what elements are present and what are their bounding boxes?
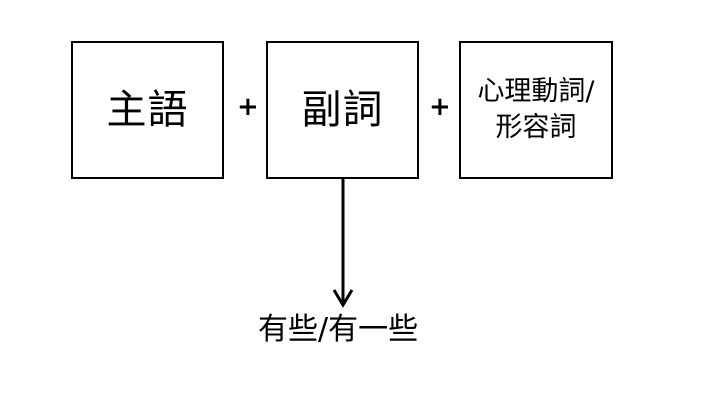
subject-box: 主語 [71, 41, 224, 179]
bottom-example-label: 有些/有一些 [258, 312, 419, 347]
down-arrow-head [332, 289, 354, 308]
verb-adjective-label-line-1: 心理動詞/ [477, 75, 595, 107]
adverb-label: 副詞 [301, 87, 384, 133]
adverb-box: 副詞 [266, 41, 419, 179]
plus-operator-1: + [237, 92, 259, 122]
verb-adjective-label-line-2: 形容詞 [495, 112, 577, 143]
plus-operator-2: + [429, 92, 451, 122]
subject-label: 主語 [106, 87, 189, 133]
verb-adjective-label: 心理動詞/ 形容詞 [477, 74, 594, 147]
verb-adjective-box: 心理動詞/ 形容詞 [459, 41, 613, 179]
